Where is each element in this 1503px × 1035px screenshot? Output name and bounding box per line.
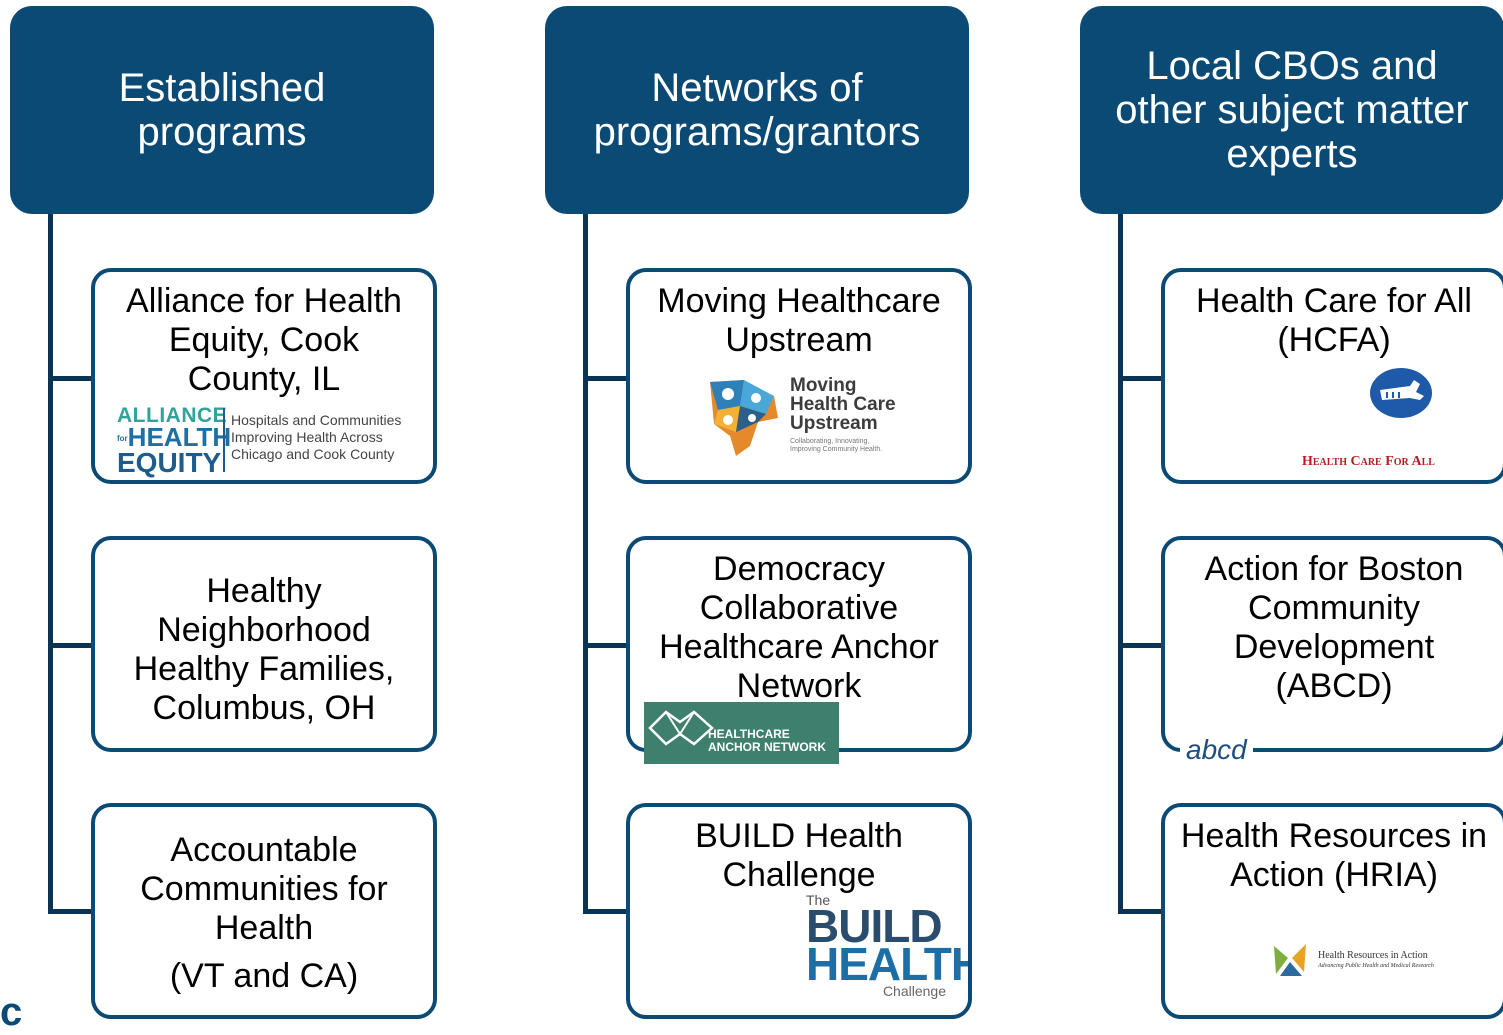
- card-title: BUILD Health Challenge: [695, 817, 903, 894]
- corner-fragment: c: [0, 990, 23, 1034]
- logo-text: ANCHOR NETWORK: [708, 740, 826, 754]
- card-abcd: Action for Boston Community Development …: [1161, 536, 1503, 752]
- connector-branch: [48, 643, 92, 648]
- card-accountable-communities: Accountable Communities for Health (VT a…: [91, 803, 437, 1019]
- logo-text: The: [806, 892, 831, 908]
- logo-tagline: Collaborating, Innovating,: [790, 438, 870, 445]
- card-alliance-health-equity: Alliance for Health Equity, Cook County,…: [91, 268, 437, 484]
- logo-text: Upstream: [790, 413, 878, 434]
- connector-branch: [583, 376, 627, 381]
- hcfa-logo-circle: [1370, 368, 1432, 418]
- card-build-health-challenge: BUILD Health Challenge The BUILD HEALTH …: [626, 803, 972, 1019]
- connector-branch: [1118, 909, 1162, 914]
- connector-branch: [1118, 643, 1162, 648]
- logo-text: for: [117, 434, 128, 444]
- card-title: Healthy Neighborhood Healthy Families, C…: [133, 572, 395, 727]
- column-header-local: Local CBOs and other subject matter expe…: [1080, 6, 1503, 214]
- connector-branch: [583, 643, 627, 648]
- logo-text: HEALTH: [806, 938, 972, 990]
- column-header-label: Established programs: [118, 66, 326, 154]
- hria-logo-tagline: Advancing Public Health and Medical Rese…: [1318, 963, 1434, 969]
- card-title: Democracy Collaborative Healthcare Ancho…: [659, 550, 939, 705]
- logo-text: HEALTHCARE: [708, 727, 790, 741]
- logo-text: ALLIANCE: [117, 404, 228, 427]
- logo-text: EQUITY: [117, 447, 222, 479]
- logo-tagline: Hospitals and Communities: [231, 412, 402, 428]
- logo-tagline: Improving Community Health.: [790, 446, 883, 453]
- upstream-map-icon: [710, 380, 778, 456]
- card-title: Alliance for Health Equity, Cook County,…: [126, 282, 402, 398]
- connector-trunk: [583, 214, 588, 914]
- massachusetts-map-icon: [1380, 380, 1424, 400]
- connector-branch: [583, 909, 627, 914]
- hcfa-logo-text: Health Care For All: [1302, 454, 1435, 469]
- card-health-care-for-all: Health Care for All (HCFA): [1161, 268, 1503, 484]
- logo-tagline: Chicago and Cook County: [231, 446, 395, 462]
- anchor-network-icon: [648, 710, 714, 746]
- card-title: Health Resources in Action (HRIA): [1180, 817, 1488, 894]
- card-title: Moving Healthcare Upstream: [657, 282, 941, 359]
- hria-logo-icon: [1274, 944, 1306, 976]
- card-subtitle: (VT and CA): [169, 957, 359, 995]
- connector-branch: [1118, 376, 1162, 381]
- alliance-health-equity-logo: ALLIANCE forHEALTH EQUITY Hospitals and …: [117, 404, 417, 479]
- logo-text: Moving: [790, 375, 857, 396]
- healthcare-anchor-network-logo: HEALTHCARE ANCHOR NETWORK: [644, 702, 839, 764]
- logo-text: HEALTH: [127, 422, 232, 452]
- logo-text: Health Care: [790, 394, 896, 415]
- column-header-networks: Networks of programs/grantors: [545, 6, 969, 214]
- column-header-established: Established programs: [10, 6, 434, 214]
- card-title: Health Care for All (HCFA): [1196, 282, 1472, 359]
- card-healthy-neighborhood: Healthy Neighborhood Healthy Families, C…: [91, 536, 437, 752]
- logo-text: BUILD: [806, 900, 943, 952]
- connector-trunk: [48, 214, 53, 914]
- column-header-label: Networks of programs/grantors: [593, 66, 921, 154]
- connector-branch: [48, 909, 92, 914]
- hria-logo-name: Health Resources in Action: [1318, 950, 1428, 961]
- moving-healthcare-upstream-logo: Moving Health Care Upstream Collaboratin…: [708, 376, 928, 456]
- card-moving-healthcare-upstream: Moving Healthcare Upstream Moving Health…: [626, 268, 972, 484]
- logo-tagline: Improving Health Across: [231, 429, 383, 445]
- connector-trunk: [1118, 214, 1123, 914]
- logo-divider: [223, 408, 225, 472]
- card-title: Accountable Communities for Health: [140, 831, 388, 947]
- column-header-label: Local CBOs and other subject matter expe…: [1115, 44, 1469, 176]
- card-hria: Health Resources in Action (HRIA): [1161, 803, 1503, 1019]
- connector-branch: [48, 376, 92, 381]
- logo-text: Challenge: [882, 983, 946, 999]
- build-health-logo: The BUILD HEALTH Challenge: [806, 892, 972, 1013]
- card-title: Action for Boston Community Development …: [1204, 550, 1464, 705]
- abcd-logo: abcd: [1180, 734, 1253, 766]
